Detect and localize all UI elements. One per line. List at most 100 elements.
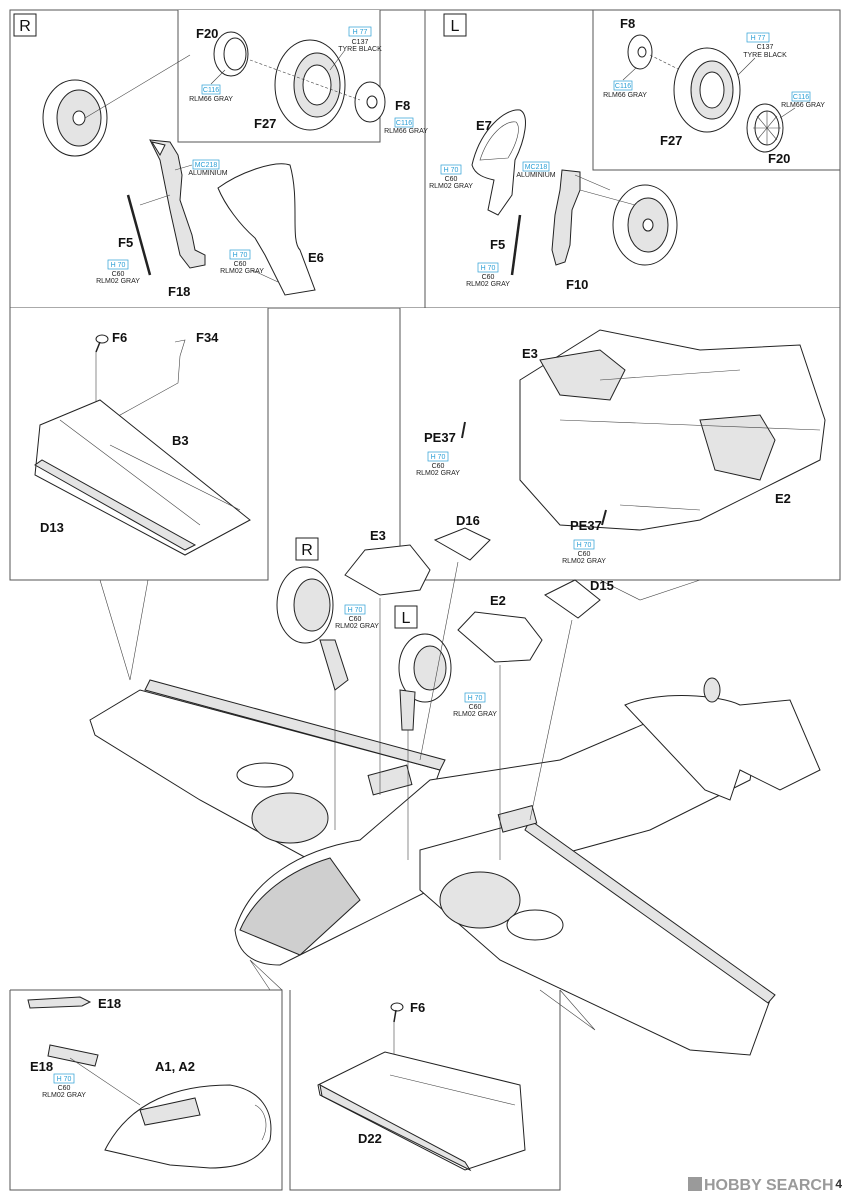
side-marker-r-box (13, 13, 37, 37)
main-paint-e3: H 70 C60 RLM02 GRAY (335, 604, 379, 630)
svg-text:H 70: H 70 (577, 542, 592, 549)
svg-text:C137: C137 (352, 39, 369, 46)
paint-callout-aluminium-r: MC218 ALUMINIUM (174, 159, 228, 177)
svg-text:RLM66 GRAY: RLM66 GRAY (189, 96, 233, 103)
svg-text:C116: C116 (615, 83, 631, 90)
paint-callout-f5-gray-r: H 70 C60 RLM02 GRAY (96, 259, 140, 285)
svg-text:RLM02 GRAY: RLM02 GRAY (429, 183, 473, 190)
paint-callout-e7-gray: H 70 C60 RLM02 GRAY (429, 164, 473, 190)
label-f10: F10 (566, 277, 588, 292)
svg-text:H 77: H 77 (751, 35, 766, 42)
panel-bottom-right: F6 D22 (317, 1000, 526, 1172)
part-gear-strut-l (551, 169, 611, 266)
paint-callout-f8-gray: C116 RLM66 GRAY (384, 117, 428, 135)
svg-text:C116: C116 (203, 87, 219, 94)
label-pe37-b: PE37 (570, 518, 602, 533)
main-part-d15 (529, 579, 601, 821)
svg-text:RLM02 GRAY: RLM02 GRAY (453, 711, 497, 718)
label-e7: E7 (476, 118, 492, 133)
svg-text:TYRE BLACK: TYRE BLACK (743, 52, 787, 59)
paint-callout-f20-gray: C116 RLM66 GRAY (189, 69, 233, 103)
svg-text:RLM66 GRAY: RLM66 GRAY (781, 102, 825, 109)
svg-text:C60: C60 (234, 261, 247, 268)
svg-text:H 70: H 70 (481, 265, 496, 272)
paint-callout-aluminium-l: MC218 ALUMINIUM (516, 161, 556, 179)
svg-text:H 70: H 70 (444, 167, 459, 174)
label-f6-b: F6 (410, 1000, 425, 1015)
svg-text:MC218: MC218 (525, 164, 548, 171)
footer: HOBBY SEARCH 4 (688, 1177, 842, 1194)
main-label-d15: D15 (590, 578, 614, 593)
label-f18: F18 (168, 284, 190, 299)
label-f8: F8 (395, 98, 410, 113)
svg-text:ALUMINIUM: ALUMINIUM (516, 172, 555, 179)
label-f6: F6 (112, 330, 127, 345)
wing-flap-d22 (317, 1051, 526, 1172)
label-e6: E6 (308, 250, 324, 265)
paint-callout-pe37-b: H 70 C60 RLM02 GRAY (562, 539, 606, 565)
marker-r-main: R (301, 542, 313, 559)
main-label-e3: E3 (370, 528, 386, 543)
label-d22: D22 (358, 1131, 382, 1146)
part-f27-tyre-l (673, 47, 741, 133)
svg-text:C137: C137 (757, 44, 774, 51)
wing-flap-b3 (34, 399, 251, 556)
svg-text:C60: C60 (112, 271, 125, 278)
label-a1-a2: A1, A2 (155, 1059, 195, 1074)
svg-text:C60: C60 (432, 463, 445, 470)
marker-r-main-box (295, 537, 319, 561)
tyre-assembly-l (579, 184, 678, 266)
label-e18-top: E18 (98, 996, 121, 1011)
paint-callout-e18: H 70 C60 RLM02 GRAY (42, 1073, 86, 1099)
svg-text:RLM66 GRAY: RLM66 GRAY (384, 128, 428, 135)
svg-text:C60: C60 (349, 616, 362, 623)
paint-callout-f8-gray-l: C116 RLM66 GRAY (603, 67, 647, 99)
page-number: 4 (835, 1177, 842, 1191)
side-marker-l-box (443, 13, 467, 37)
svg-text:RLM66 GRAY: RLM66 GRAY (603, 92, 647, 99)
part-f20-rim-l (746, 103, 784, 153)
tyre-assembly-r (42, 54, 191, 157)
svg-text:C60: C60 (469, 704, 482, 711)
part-gear-strut-r (149, 139, 206, 269)
part-f20-rim (213, 31, 249, 77)
main-part-e3 (344, 544, 431, 795)
svg-text:TYRE BLACK: TYRE BLACK (338, 46, 382, 53)
side-marker-l: L (451, 18, 460, 35)
label-d13: D13 (40, 520, 64, 535)
svg-text:RLM02 GRAY: RLM02 GRAY (96, 278, 140, 285)
label-f34: F34 (196, 330, 219, 345)
svg-text:H 70: H 70 (348, 607, 363, 614)
main-wheel-r (276, 566, 349, 830)
label-f20-l: F20 (768, 151, 790, 166)
nose-detail (104, 1084, 272, 1169)
svg-text:RLM02 GRAY: RLM02 GRAY (220, 268, 264, 275)
marker-l-main-box (394, 605, 418, 629)
svg-text:RLM02 GRAY: RLM02 GRAY (466, 281, 510, 288)
main-part-d16 (419, 527, 491, 761)
label-f8-l: F8 (620, 16, 635, 31)
svg-text:ALUMINIUM: ALUMINIUM (188, 170, 227, 177)
svg-text:H 70: H 70 (468, 695, 483, 702)
svg-text:C116: C116 (793, 94, 809, 101)
label-f5-r: F5 (118, 235, 133, 250)
main-label-e2: E2 (490, 593, 506, 608)
paint-callout-e6-gray: H 70 C60 RLM02 GRAY (220, 249, 279, 283)
label-e2-detail: E2 (775, 491, 791, 506)
hobby-search-logo-icon (688, 1177, 702, 1191)
side-marker-r: R (19, 18, 31, 35)
svg-text:H 70: H 70 (233, 252, 248, 259)
wing-top-view (519, 329, 826, 531)
part-e7-cover (471, 109, 526, 216)
main-wheel-l (398, 633, 452, 860)
label-f20: F20 (196, 26, 218, 41)
main-part-e2 (457, 611, 543, 860)
main-label-d16: D16 (456, 513, 480, 528)
svg-text:C60: C60 (482, 274, 495, 281)
label-e18: E18 (30, 1059, 53, 1074)
part-f5-rod-r (126, 194, 171, 276)
marker-l-main: L (402, 610, 411, 627)
part-f5-rod-l (510, 214, 522, 276)
svg-text:C60: C60 (578, 551, 591, 558)
